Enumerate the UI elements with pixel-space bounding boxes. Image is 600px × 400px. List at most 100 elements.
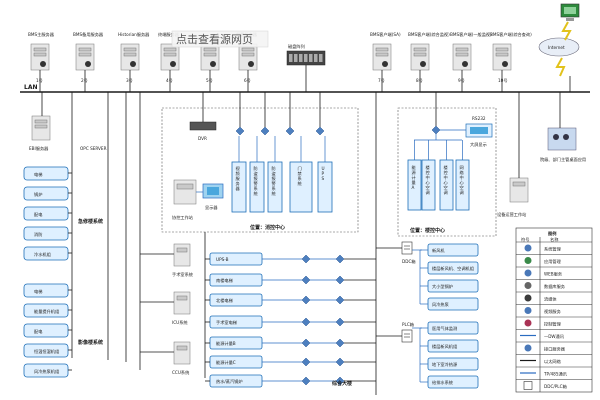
building-subsystem-char: 中 [444, 174, 448, 181]
ddc_items-label: 楼层新风机、空调机组 [432, 265, 474, 272]
equipment-workstation: 设备运营工作站 [497, 177, 529, 218]
plc_items-label: 给排水系统 [432, 379, 453, 386]
fire-center-region [161, 107, 359, 233]
yingxiang_items-label: 电梯 [34, 288, 42, 295]
server-8: BMS客户端(综合监视)8号 [408, 31, 450, 92]
lock-icon [40, 61, 46, 67]
disk-array: 磁盘阵列 [286, 43, 326, 66]
fire-subsystem-char: 报 [272, 175, 277, 182]
server-number: 2号 [81, 78, 88, 84]
building-center-region [397, 107, 497, 237]
ddc_items-item: 大小型锅炉 [420, 279, 479, 293]
legend-row-label: 应用管理 [544, 258, 562, 265]
panel-bay [176, 247, 188, 253]
building-subsystem-char: 计 [412, 174, 416, 181]
ddc_items-item: 楼层新风机、空调机组 [420, 261, 479, 275]
manual-panel-label: 手术室系统 [172, 271, 193, 278]
opc-server-label: OPC SERVER [80, 146, 107, 151]
middle-item-label: 热水/蒸汽锅炉 [216, 378, 243, 385]
switch-icon [285, 126, 295, 136]
disk-slot [314, 54, 318, 62]
lock-icon [462, 61, 468, 67]
legend: 图例符号名称系统管理应用管理WEB服务数据库服务流媒体视频服务控制管理—DW通讯… [515, 227, 593, 393]
disk-slot [299, 54, 303, 62]
building-subsystem-char: 能 [412, 164, 417, 171]
yingxiang_items-box [23, 323, 69, 338]
fire-subsystem-char: 报 [254, 175, 259, 182]
switch-icon [301, 376, 311, 386]
ddc_items-box [427, 243, 479, 257]
monitor-label: 显示器 [205, 205, 218, 211]
fire-subsystem-char: 统 [254, 190, 258, 197]
server-bay [163, 52, 177, 57]
legend-row-label: 系统管理 [544, 246, 562, 253]
fire-subsystem-char: 警 [272, 180, 277, 187]
panel-icon [173, 341, 191, 365]
yingxiang_items-label: 配电 [34, 328, 43, 335]
legend-row-label: 控制管理 [544, 321, 562, 328]
server-bay [241, 52, 255, 57]
fire-subsystem-char: 防 [254, 165, 258, 172]
server-bay [455, 52, 469, 57]
legend-row-label: 视频服务 [544, 308, 562, 315]
disk-array-label: 磁盘阵列 [288, 43, 305, 50]
middle-item: 热水/蒸汽锅炉 [205, 374, 376, 388]
switch-icon [301, 357, 311, 367]
plc_items-item: 给排水系统 [420, 375, 479, 389]
server-bay [123, 52, 137, 57]
middle-item-label: 能源计量C [216, 359, 236, 366]
jixiu_items-item: 冷水机组 [23, 246, 72, 261]
server-number: 8号 [416, 78, 423, 84]
plc_items-box [427, 339, 479, 353]
jixiu_items-box [23, 246, 69, 261]
server-bay [495, 47, 509, 52]
server-bay [78, 47, 92, 52]
legend-icon-symbol [524, 307, 532, 314]
legend-row-label: DDC/PLC箱 [544, 383, 567, 390]
building-subsystem-char: 楼 [444, 164, 448, 171]
building-subsystem-char: 源 [412, 169, 417, 176]
equip-station-label: 设备运营工作站 [497, 211, 526, 218]
building-subsystem-char: 网 [460, 165, 464, 171]
server-number: 7号 [378, 78, 385, 84]
server-bay [33, 47, 47, 52]
plc-label: PLC箱 [402, 321, 414, 328]
lock-icon [85, 61, 91, 67]
building-subsystem-label: 网络中心空调 [460, 165, 465, 196]
building-subsystem-char: 调 [444, 189, 448, 196]
fire-subsystem-char: 统 [298, 180, 302, 187]
yingxiang_items-box [23, 343, 69, 358]
fire-subsystem-char: 禁 [298, 171, 302, 176]
server-number: 4号 [166, 78, 173, 84]
fire-subsystem-char: U [322, 166, 325, 171]
building-subsystem-char: 调 [460, 189, 464, 196]
switch-icon [260, 126, 270, 136]
switch-icon [335, 317, 345, 327]
server-number: 9号 [458, 78, 465, 84]
main-building-label: 综合大楼 [332, 380, 352, 387]
manual-panel-2: ICU系统 [140, 291, 191, 326]
switch-icon [301, 295, 311, 305]
lightning-icon-2 [555, 57, 566, 77]
switch-icon [335, 254, 345, 264]
fire-subsystem-char: 盗 [254, 170, 258, 176]
legend-row-label: 以太网络 [544, 358, 562, 365]
ebi-server-label: EBI服务器 [29, 145, 49, 152]
fire-subsystem-label: 防盗报警系统 [272, 165, 277, 197]
fire-subsystem-label: 防盗报警系统 [254, 165, 259, 197]
building-subsystem-char: 心 [444, 179, 449, 185]
legend-row-label: 数据库服务 [544, 283, 566, 290]
server-label: BMS客户端(一般监视) [450, 31, 492, 38]
fire-subsystem-char: 门 [298, 165, 302, 172]
building-subsystem-char: 控 [426, 169, 431, 176]
fire-subsystem-char: 务 [236, 180, 241, 187]
server-9: BMS客户端(一般监视) 9号 [450, 31, 492, 92]
fire-subsystem-char: 警 [254, 180, 259, 187]
dvr-unit: DVR [189, 121, 217, 141]
fire-subsystem-label: 视频服务器 [236, 165, 241, 192]
middle-item: 北楼电梯 [205, 293, 376, 307]
